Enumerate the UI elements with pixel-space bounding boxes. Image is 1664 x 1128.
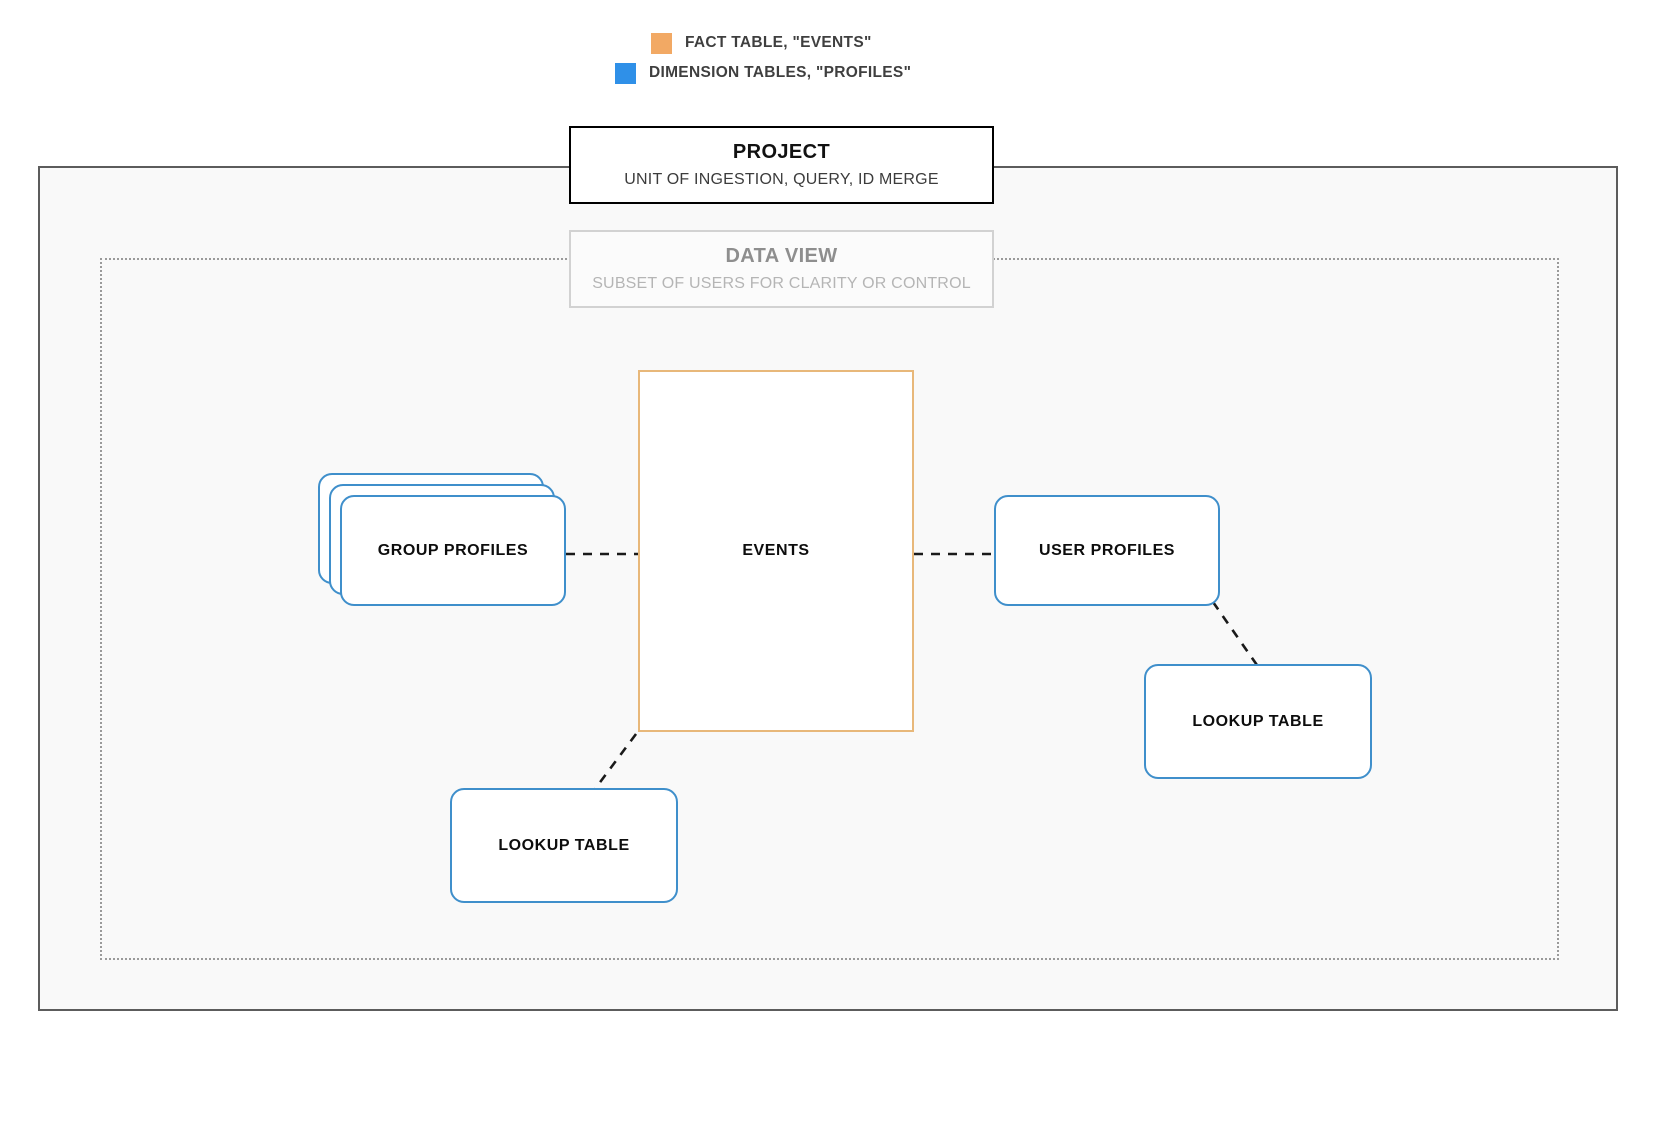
square-swatch-icon	[615, 62, 636, 84]
node-user-profiles[interactable]: USER PROFILES	[994, 495, 1220, 606]
project-title: PROJECT	[732, 140, 831, 163]
node-group-profiles[interactable]: GROUP PROFILES	[318, 473, 588, 628]
project-header-card[interactable]: PROJECT UNIT OF INGESTION, QUERY, ID MER…	[569, 126, 994, 204]
node-lookup-table-left-label: LOOKUP TABLE	[498, 836, 630, 854]
data-view-header-card[interactable]: DATA VIEW SUBSET OF USERS FOR CLARITY OR…	[569, 230, 994, 308]
node-events[interactable]: EVENTS	[638, 370, 914, 732]
node-group-profiles-label: GROUP PROFILES	[377, 541, 529, 559]
node-lookup-table-right[interactable]: LOOKUP TABLE	[1144, 664, 1372, 779]
node-events-label: EVENTS	[742, 542, 810, 559]
legend-item-label: FACT TABLE, "EVENTS"	[685, 34, 872, 51]
data-view-subtitle: SUBSET OF USERS FOR CLARITY OR CONTROL	[592, 274, 971, 292]
node-group-profiles-stack-card-front[interactable]: GROUP PROFILES	[340, 495, 566, 606]
legend: FACT TABLE, "EVENTS" DIMENSION TABLES, "…	[0, 28, 1664, 88]
square-swatch-icon	[651, 32, 672, 54]
legend-item-fact-table: FACT TABLE, "EVENTS"	[0, 28, 1664, 58]
legend-item-label: DIMENSION TABLES, "PROFILES"	[649, 64, 912, 81]
node-lookup-table-left[interactable]: LOOKUP TABLE	[450, 788, 678, 903]
node-lookup-table-right-label: LOOKUP TABLE	[1192, 712, 1324, 730]
data-view-title: DATA VIEW	[725, 244, 838, 267]
node-user-profiles-label: USER PROFILES	[1038, 541, 1176, 559]
project-subtitle: UNIT OF INGESTION, QUERY, ID MERGE	[624, 170, 939, 188]
legend-item-dimension-tables: DIMENSION TABLES, "PROFILES"	[0, 58, 1664, 88]
